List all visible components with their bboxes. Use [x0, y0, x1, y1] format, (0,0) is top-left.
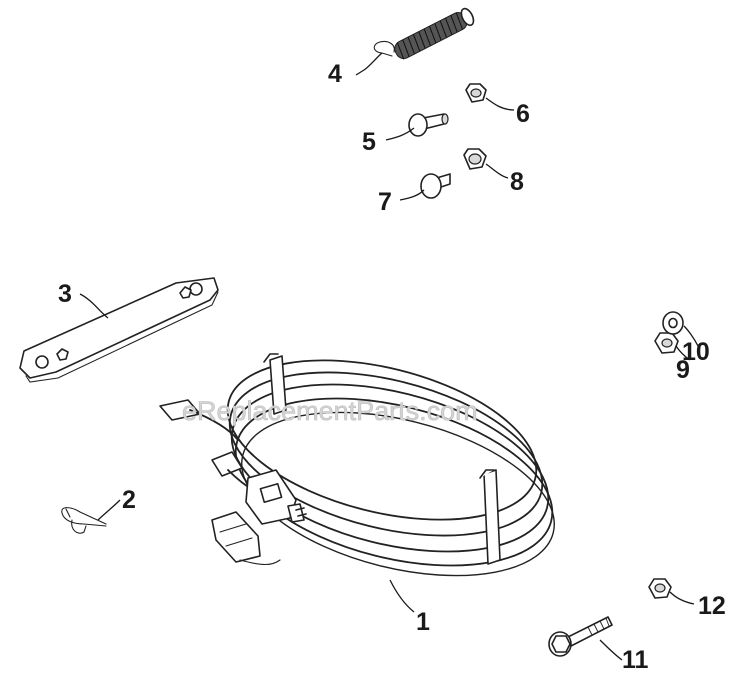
part-12-nut — [648, 578, 672, 599]
callout-10: 10 — [682, 338, 710, 366]
callout-6: 6 — [516, 100, 530, 128]
callout-labels: 1 2 3 4 5 6 7 8 9 10 11 12 — [58, 60, 726, 674]
part-7-pin — [420, 173, 451, 199]
callout-3: 3 — [58, 280, 72, 308]
part-6-nut — [465, 83, 487, 103]
part-3-bracket-plate — [19, 277, 219, 383]
part-4-spring — [373, 7, 475, 60]
part-11-flange-bolt — [548, 616, 613, 657]
callout-1: 1 — [416, 608, 430, 636]
leader-lines — [79, 52, 699, 661]
part-10-washer — [662, 311, 684, 335]
part-2-hair-pin-clip — [61, 507, 107, 534]
callout-4: 4 — [328, 60, 342, 88]
callout-12: 12 — [698, 592, 726, 620]
part-9-nut — [654, 332, 679, 354]
callout-11: 11 — [622, 646, 649, 674]
callout-7: 7 — [378, 188, 392, 216]
callout-5: 5 — [362, 128, 376, 156]
callout-9: 9 — [676, 356, 690, 384]
watermark-text: eReplacementParts.com — [182, 396, 478, 426]
part-1-coiled-harness — [159, 353, 555, 577]
part-5-shoulder-bolt — [408, 113, 449, 137]
callout-2: 2 — [122, 486, 136, 514]
callout-8: 8 — [510, 168, 524, 196]
part-8-nut — [463, 148, 487, 170]
